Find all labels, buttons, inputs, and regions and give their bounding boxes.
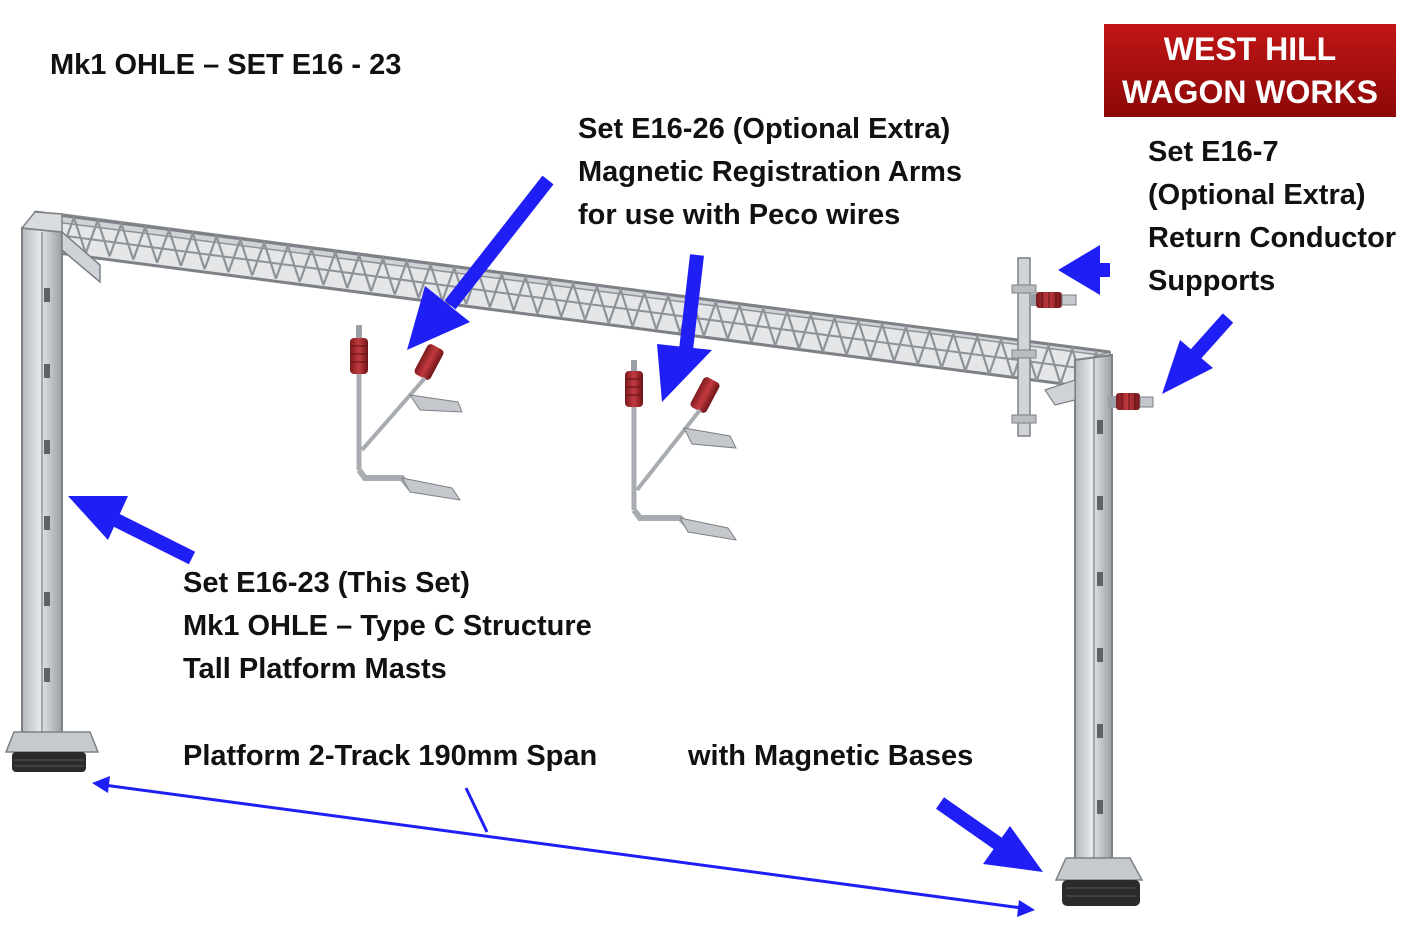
truss-diagonal: [797, 311, 824, 353]
truss-diagonal: [655, 292, 682, 334]
callout-this-set: Set E16-23 (This Set) Mk1 OHLE – Type C …: [183, 562, 592, 691]
callout-return-conductor: Set E16-7 (Optional Extra) Return Conduc…: [1148, 131, 1396, 303]
truss-diagonal: [227, 236, 254, 276]
arrow-to-return-conductor-lower: [1162, 313, 1234, 394]
truss-diagonal: [274, 242, 301, 283]
bases-label: with Magnetic Bases: [688, 740, 974, 772]
arrow-to-registration-arm-2: [657, 254, 712, 402]
callout-registration-arms: Set E16-26 (Optional Extra) Magnetic Reg…: [578, 108, 962, 237]
arrow-to-right-base: [935, 797, 1043, 872]
truss-diagonal: [726, 301, 753, 343]
truss-diagonal: [940, 330, 967, 372]
registration-arm-2: [625, 360, 738, 541]
callout-this-set-line-3: Tall Platform Masts: [183, 653, 447, 685]
truss-diagonal: [631, 289, 658, 330]
span-label: Platform 2-Track 190mm Span: [183, 740, 598, 772]
truss-diagonal: [607, 286, 634, 327]
right-magnetic-base: [1054, 857, 1144, 906]
callout-return-conductor-line-4: Supports: [1148, 265, 1276, 297]
logo-line-2: WAGON WORKS: [1122, 74, 1378, 110]
callout-registration-arms-line-1: Set E16-26 (Optional Extra): [578, 113, 951, 145]
right-mast: [1044, 353, 1113, 864]
return-conductor-insulator-lower: [1108, 393, 1154, 410]
return-conductor-pole: [1011, 257, 1037, 437]
truss-diagonal: [1035, 342, 1062, 384]
truss-diagonal: [108, 220, 135, 260]
truss-diagonal: [845, 317, 872, 359]
left-mast: [20, 211, 101, 737]
left-magnetic-base: [4, 731, 100, 772]
logo-line-1: WEST HILL: [1163, 31, 1337, 67]
truss-diagonal: [774, 308, 801, 349]
west-hill-wagon-works-logo: WEST HILL WAGON WORKS: [1104, 24, 1396, 117]
callout-this-set-line-1: Set E16-23 (This Set): [183, 567, 470, 599]
truss-diagonal: [560, 280, 587, 321]
truss-diagonal: [251, 239, 277, 279]
callout-registration-arms-line-2: Magnetic Registration Arms: [578, 156, 963, 188]
truss-diagonal: [417, 261, 444, 302]
truss-diagonal: [393, 258, 420, 299]
arrow-to-return-conductor-upper: [1058, 245, 1110, 295]
return-conductor-insulator-upper: [1030, 292, 1077, 308]
truss-diagonal: [179, 229, 206, 270]
truss-diagonal: [322, 248, 349, 289]
callout-return-conductor-line-2: (Optional Extra): [1148, 179, 1366, 211]
callout-this-set-line-2: Mk1 OHLE – Type C Structure: [183, 610, 592, 642]
truss-diagonal: [893, 323, 919, 365]
span-dimension-line: [92, 776, 1035, 917]
truss-diagonal: [156, 226, 182, 267]
truss-diagonal: [84, 217, 111, 257]
arrow-to-left-mast: [68, 496, 196, 565]
truss-diagonal: [916, 327, 943, 369]
registration-arm-1: [350, 325, 463, 501]
truss-diagonal: [869, 320, 896, 362]
arrow-to-registration-arm-1: [407, 175, 554, 350]
truss-diagonal: [988, 336, 1014, 378]
truss-boom: [33, 210, 1111, 392]
truss-diagonal: [583, 283, 610, 324]
truss-diagonal: [821, 314, 848, 356]
truss-diagonal: [536, 276, 563, 318]
callout-return-conductor-line-1: Set E16-7: [1148, 136, 1279, 168]
truss-diagonal: [298, 245, 325, 286]
truss-diagonal: [964, 333, 991, 375]
truss-diagonal: [750, 305, 777, 346]
truss-diagonal: [488, 270, 515, 311]
truss-diagonal: [203, 233, 230, 273]
callout-return-conductor-line-3: Return Conductor: [1148, 222, 1397, 254]
truss-diagonal: [702, 298, 729, 340]
truss-diagonal: [512, 273, 539, 314]
page-title: Mk1 OHLE – SET E16 - 23: [50, 49, 402, 81]
truss-diagonal: [370, 254, 396, 295]
truss-diagonal: [132, 223, 159, 264]
truss-diagonal: [346, 251, 373, 292]
callout-registration-arms-line-3: for use with Peco wires: [578, 199, 901, 231]
